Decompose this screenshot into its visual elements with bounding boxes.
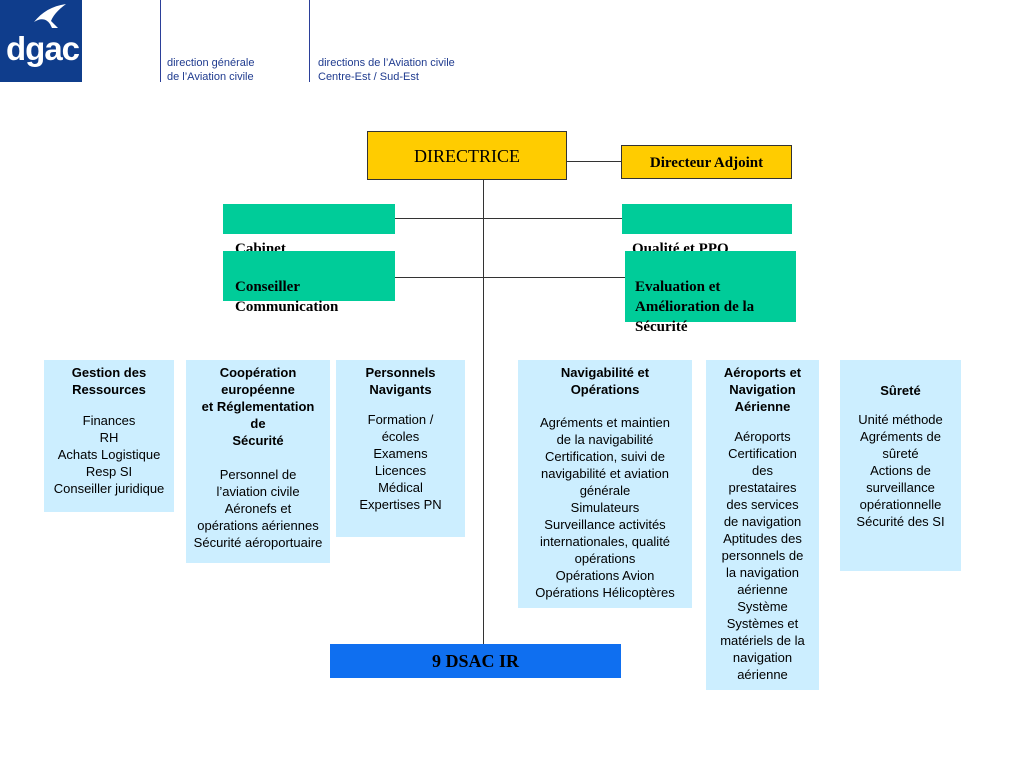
dgac-logo: dgac — [0, 0, 82, 82]
qualite-box: Qualité et PPO — [622, 204, 792, 257]
dept-navigabilite-operations: Navigabilité et Opérations Agréments et … — [518, 360, 692, 608]
dept-title: Coopération européenne et Réglementation… — [201, 365, 315, 448]
bird-logo-icon — [34, 4, 66, 28]
header-divider — [160, 0, 161, 82]
dept-surete: Sûreté Unité méthode Agréments de sûreté… — [840, 360, 961, 571]
conseiller-label: Conseiller Communication — [235, 279, 339, 315]
cabinet-box: Cabinet — [223, 204, 395, 257]
org-name-left: direction générale de l’Aviation civile — [167, 57, 255, 83]
evaluation-label: Evaluation et Amélioration de la Sécurit… — [635, 279, 755, 335]
directeur-adjoint-label: Directeur Adjoint — [649, 155, 764, 171]
dept-items: Agréments et maintien de la navigabilité… — [535, 415, 675, 600]
conseiller-box: Conseiller Communication — [223, 251, 395, 315]
cabinet-qualite-connector — [394, 218, 622, 219]
dept-items: Formation / écoles Examens Licences Médi… — [359, 412, 442, 512]
dept-title: Navigabilité et Opérations — [560, 365, 650, 397]
dept-cooperation-reglementation: Coopération européenne et Réglementation… — [186, 360, 330, 563]
logo-text: dgac — [6, 30, 80, 67]
dept-aeroports-navigation: Aéroports et Navigation Aérienne Aéropor… — [706, 360, 819, 690]
dept-items: Personnel de l’aviation civile Aéronefs … — [193, 467, 323, 550]
evaluation-box: Evaluation et Amélioration de la Sécurit… — [625, 251, 796, 335]
main-vertical-connector — [483, 179, 484, 645]
directeur-adjoint-box: Directeur Adjoint — [621, 145, 792, 179]
adjoint-connector — [566, 161, 622, 162]
dsac-ir-box: 9 DSAC IR — [330, 644, 621, 678]
org-name-right: directions de l’Aviation civile Centre-E… — [318, 57, 455, 83]
dept-title: Personnels Navigants — [365, 365, 436, 397]
directrice-label: DIRECTRICE — [414, 146, 520, 166]
dept-items: Finances RH Achats Logistique Resp SI Co… — [53, 413, 165, 496]
dept-items: Unité méthode Agréments de sûreté Action… — [856, 412, 945, 529]
conseiller-evaluation-connector — [394, 277, 626, 278]
header-divider — [309, 0, 310, 82]
dsac-ir-label: 9 DSAC IR — [431, 651, 519, 671]
dept-items: Aéroports Certification des prestataires… — [720, 429, 805, 682]
dept-title: Aéroports et Navigation Aérienne — [723, 365, 802, 414]
directrice-box: DIRECTRICE — [367, 131, 567, 180]
dept-personnels-navigants: Personnels Navigants Formation / écoles … — [336, 360, 465, 537]
dept-title: Sûreté — [880, 383, 921, 398]
dept-gestion-ressources: Gestion des Ressources Finances RH Achat… — [44, 360, 174, 512]
dept-title: Gestion des Ressources — [71, 365, 147, 397]
